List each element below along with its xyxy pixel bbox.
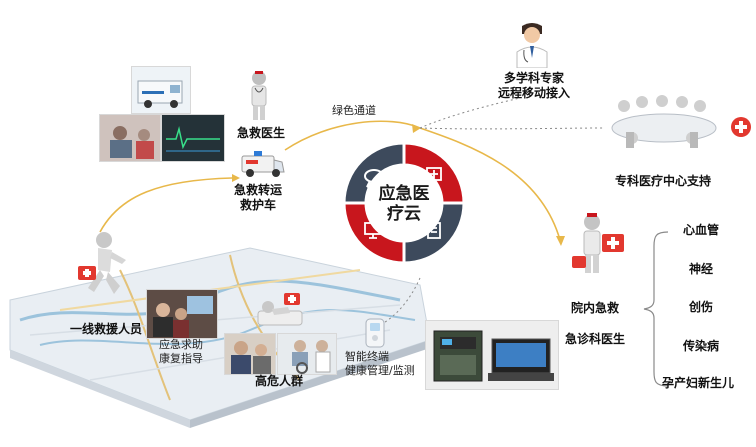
- portable-equipment-photo: [425, 320, 559, 390]
- smart-terminal-device: [364, 318, 386, 348]
- hospital-doctor-figure: [570, 212, 628, 276]
- first-responder-figure: [74, 230, 134, 302]
- department-item: 神经: [689, 262, 714, 276]
- medicine-box-icon: [426, 167, 442, 181]
- hub-segment-bottom-left: [342, 201, 406, 265]
- green-channel-label: 绿色通道: [332, 104, 376, 117]
- wheelchair-photo: [277, 333, 337, 375]
- first-responder-label: 一线救援人员: [70, 322, 143, 336]
- ambulance-photo: [131, 66, 191, 114]
- link-experts: [419, 97, 521, 129]
- help-label: 应急求助 康复指导: [150, 338, 212, 366]
- patient-figure: [256, 291, 306, 331]
- meeting-table-figure: [604, 92, 722, 154]
- remote-expert-figure: [514, 22, 550, 68]
- smart-terminal-line1: 智能终端: [345, 350, 389, 363]
- help-label-line1: 应急求助: [159, 338, 203, 351]
- ambulance-label: 急救转运 救护车: [228, 183, 288, 213]
- ecg-monitor-photo: [161, 114, 225, 162]
- consultation-photo: [146, 289, 218, 339]
- hub-title-line1: 应急医: [378, 184, 430, 204]
- specialty-center-label: 专科医疗中心支持: [615, 174, 712, 188]
- remote-experts-label: 多学科专家 远程移动接入: [484, 71, 584, 101]
- elderly-people-photo: [224, 333, 276, 375]
- ambulance-icon: [240, 148, 286, 178]
- medical-cross-icon: [730, 116, 752, 138]
- report-icon: [427, 222, 441, 239]
- hospital-label-line2: 急诊科医生: [565, 332, 626, 346]
- link-specialty: [419, 127, 606, 130]
- smart-terminal-line2: 健康管理/监测: [345, 364, 415, 377]
- hub-title: 应急医 疗云: [374, 184, 434, 224]
- monitor-icon: [364, 222, 382, 239]
- cloud-hub: [342, 141, 466, 265]
- chat-icon: [364, 169, 384, 188]
- hospital-label-line1: 院内急救: [571, 301, 620, 315]
- department-bracket: [643, 231, 669, 387]
- route-responder-to-ambulance: [99, 177, 233, 233]
- emergency-doctor-label: 急救医生: [237, 126, 286, 140]
- department-item: 孕产妇新生儿: [662, 376, 735, 390]
- hub-title-line2: 疗云: [387, 204, 421, 224]
- ambulance-label-line1: 急救转运: [233, 183, 282, 197]
- remote-experts-line1: 多学科专家: [503, 71, 564, 85]
- rescue-scene-photo: [99, 114, 161, 162]
- ambulance-label-line2: 救护车: [239, 198, 276, 212]
- remote-experts-line2: 远程移动接入: [497, 86, 570, 100]
- emergency-doctor-figure: [244, 70, 274, 122]
- department-item: 心血管: [683, 223, 720, 237]
- department-item: 创伤: [689, 300, 714, 314]
- high-risk-label: 高危人群: [255, 374, 304, 388]
- smart-terminal-label: 智能终端 健康管理/监测: [345, 350, 415, 378]
- help-label-line2: 康复指导: [159, 352, 203, 365]
- department-item: 传染病: [683, 339, 720, 353]
